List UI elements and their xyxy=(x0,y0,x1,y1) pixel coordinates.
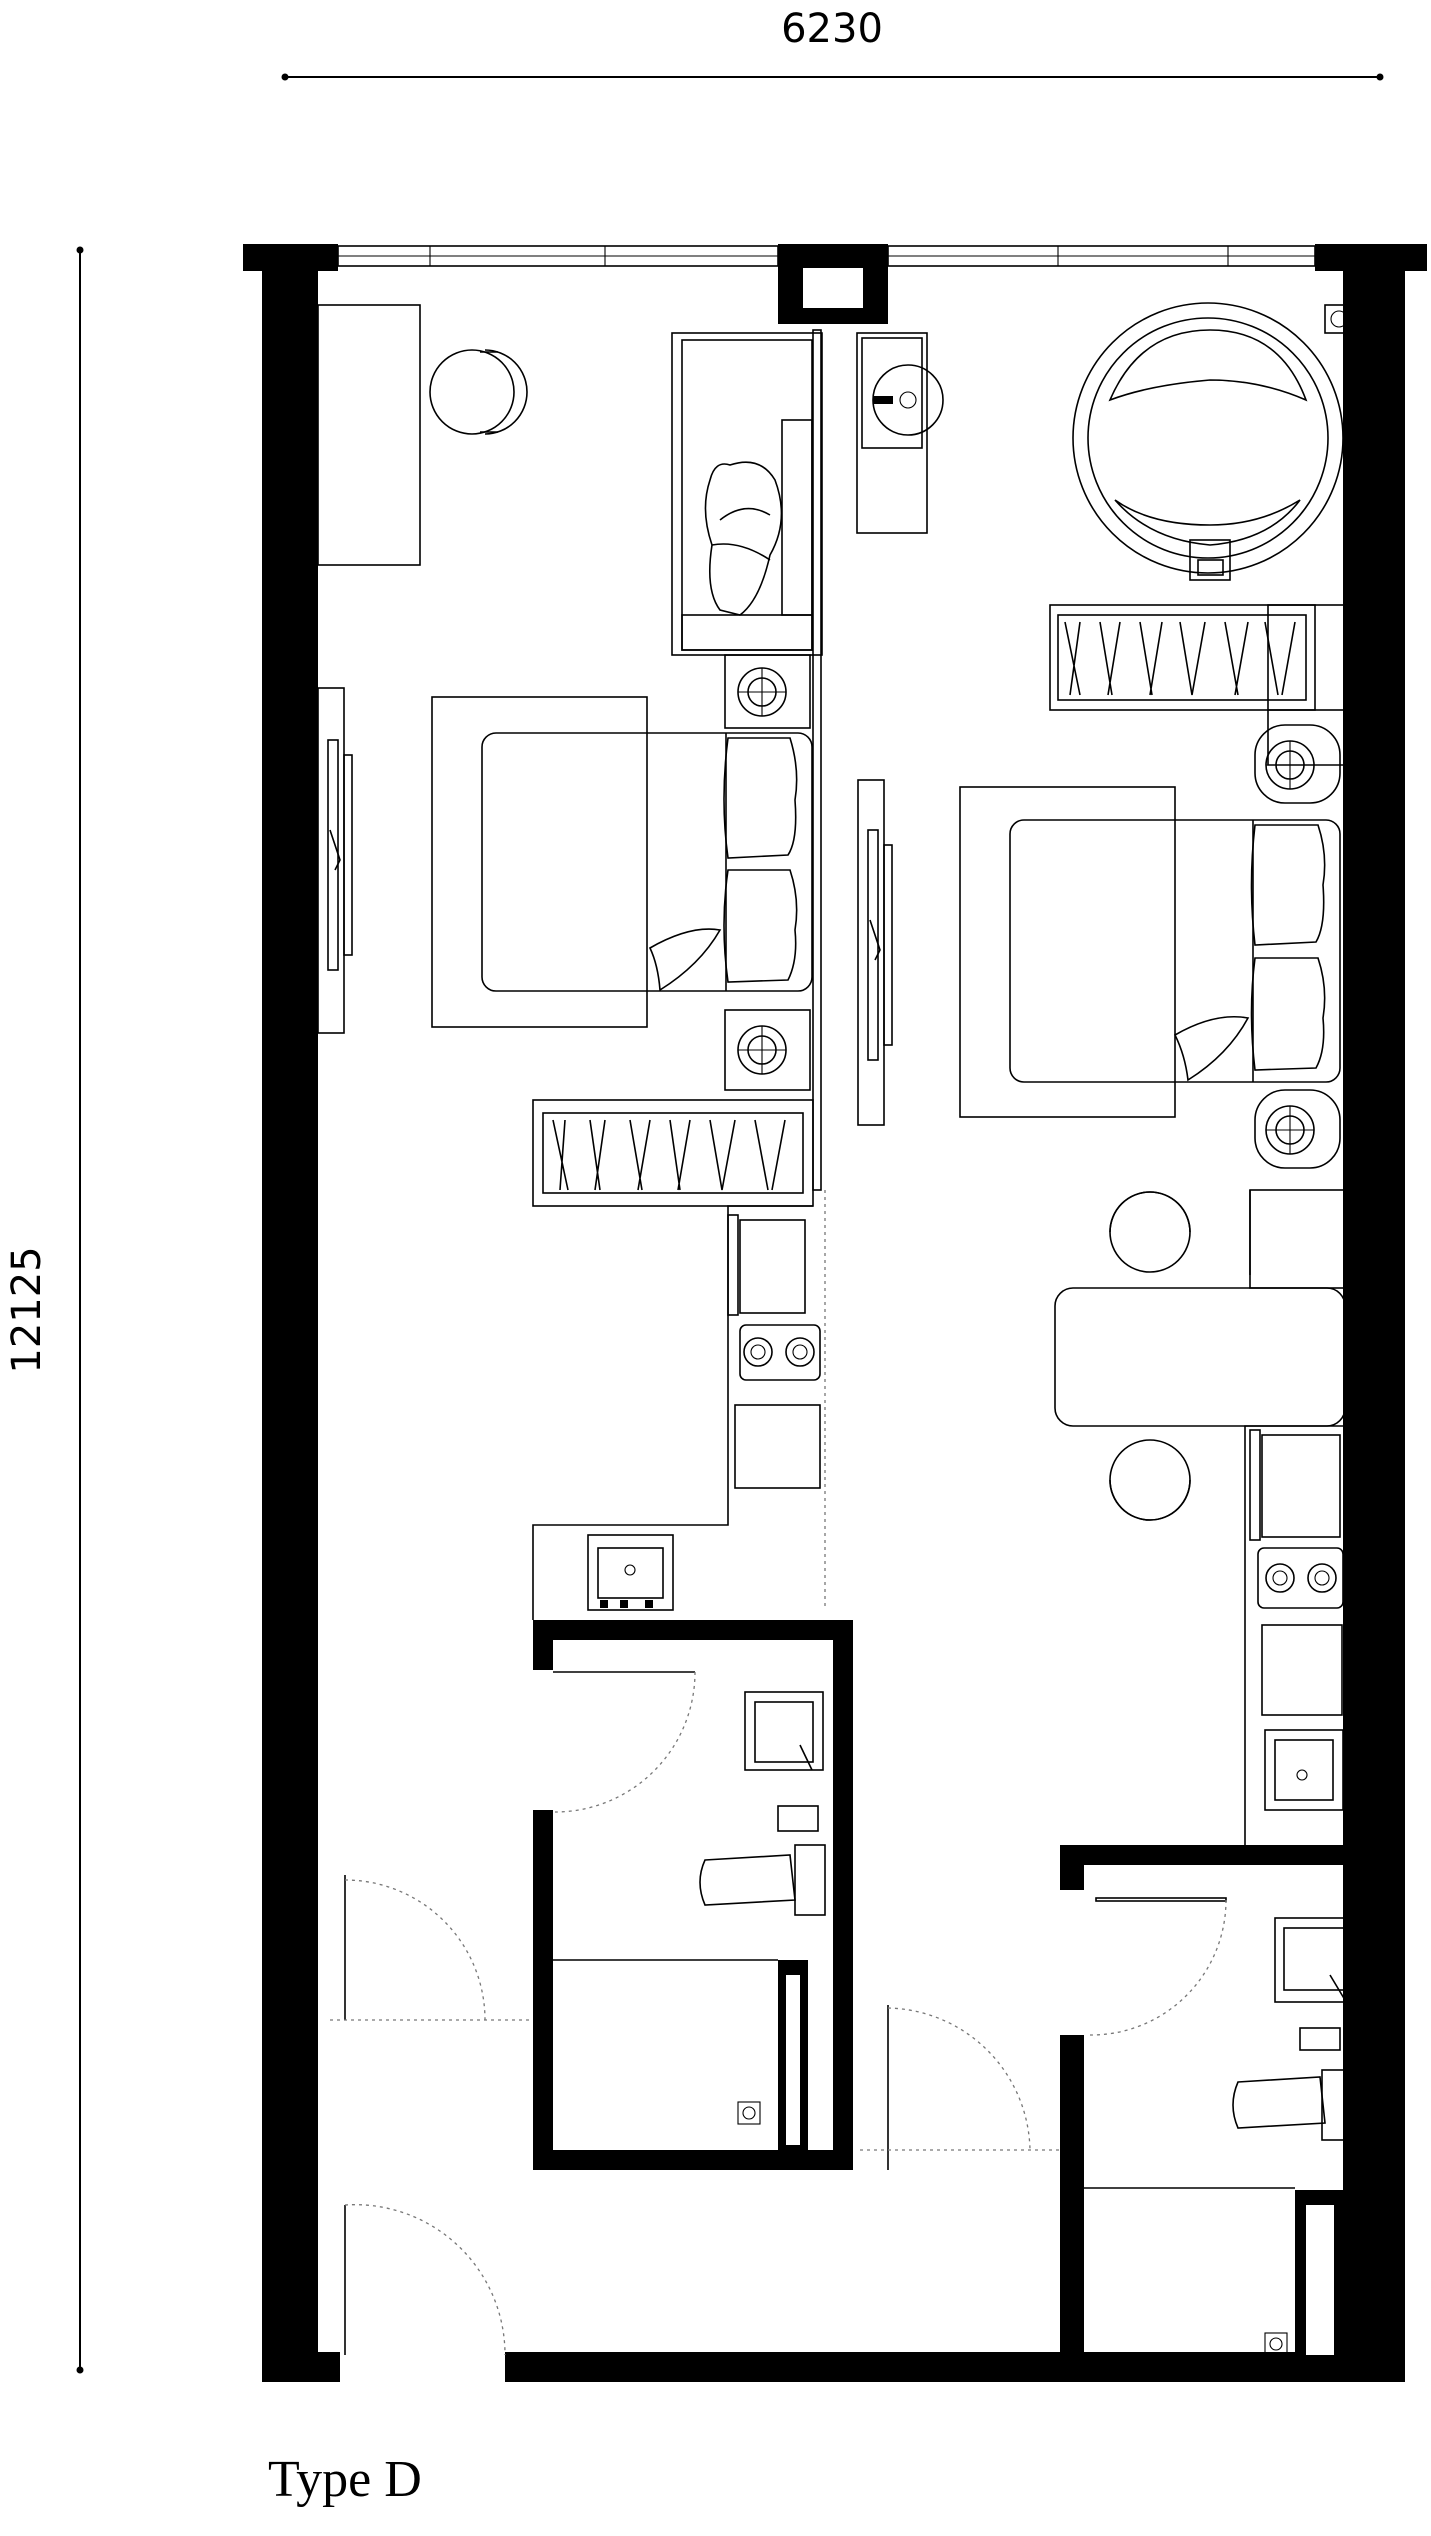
right-dining-table xyxy=(1054,1189,1346,1521)
right-washbasin xyxy=(856,332,944,534)
height-dimension: 12125 xyxy=(4,246,84,2374)
right-bed xyxy=(959,786,1341,1118)
left-tv-wall xyxy=(317,687,353,1034)
right-bathroom xyxy=(1060,1845,1356,2380)
left-bedside-tables xyxy=(724,654,811,1091)
left-sofa xyxy=(671,332,823,656)
height-dimension-label: 12125 xyxy=(4,1246,50,1373)
exterior-walls xyxy=(243,244,1427,2382)
windows xyxy=(337,245,1316,267)
right-kitchen xyxy=(1244,1425,1345,1845)
left-desk xyxy=(317,304,528,566)
left-bed xyxy=(431,696,813,1028)
left-bathroom xyxy=(533,1620,853,2170)
left-entry-doors xyxy=(330,1875,533,2356)
left-wardrobe xyxy=(532,1099,814,1207)
width-dimension: 6230 xyxy=(281,6,1384,81)
central-partition xyxy=(812,329,826,1610)
left-kitchen xyxy=(532,1205,821,1620)
width-dimension-label: 6230 xyxy=(781,6,883,52)
right-wardrobe xyxy=(1049,604,1346,711)
plan-type-label: Type D xyxy=(268,2451,422,2508)
round-bathtub xyxy=(1072,302,1354,581)
right-tv-wall xyxy=(857,779,893,1126)
right-entry-door xyxy=(860,2005,1060,2170)
